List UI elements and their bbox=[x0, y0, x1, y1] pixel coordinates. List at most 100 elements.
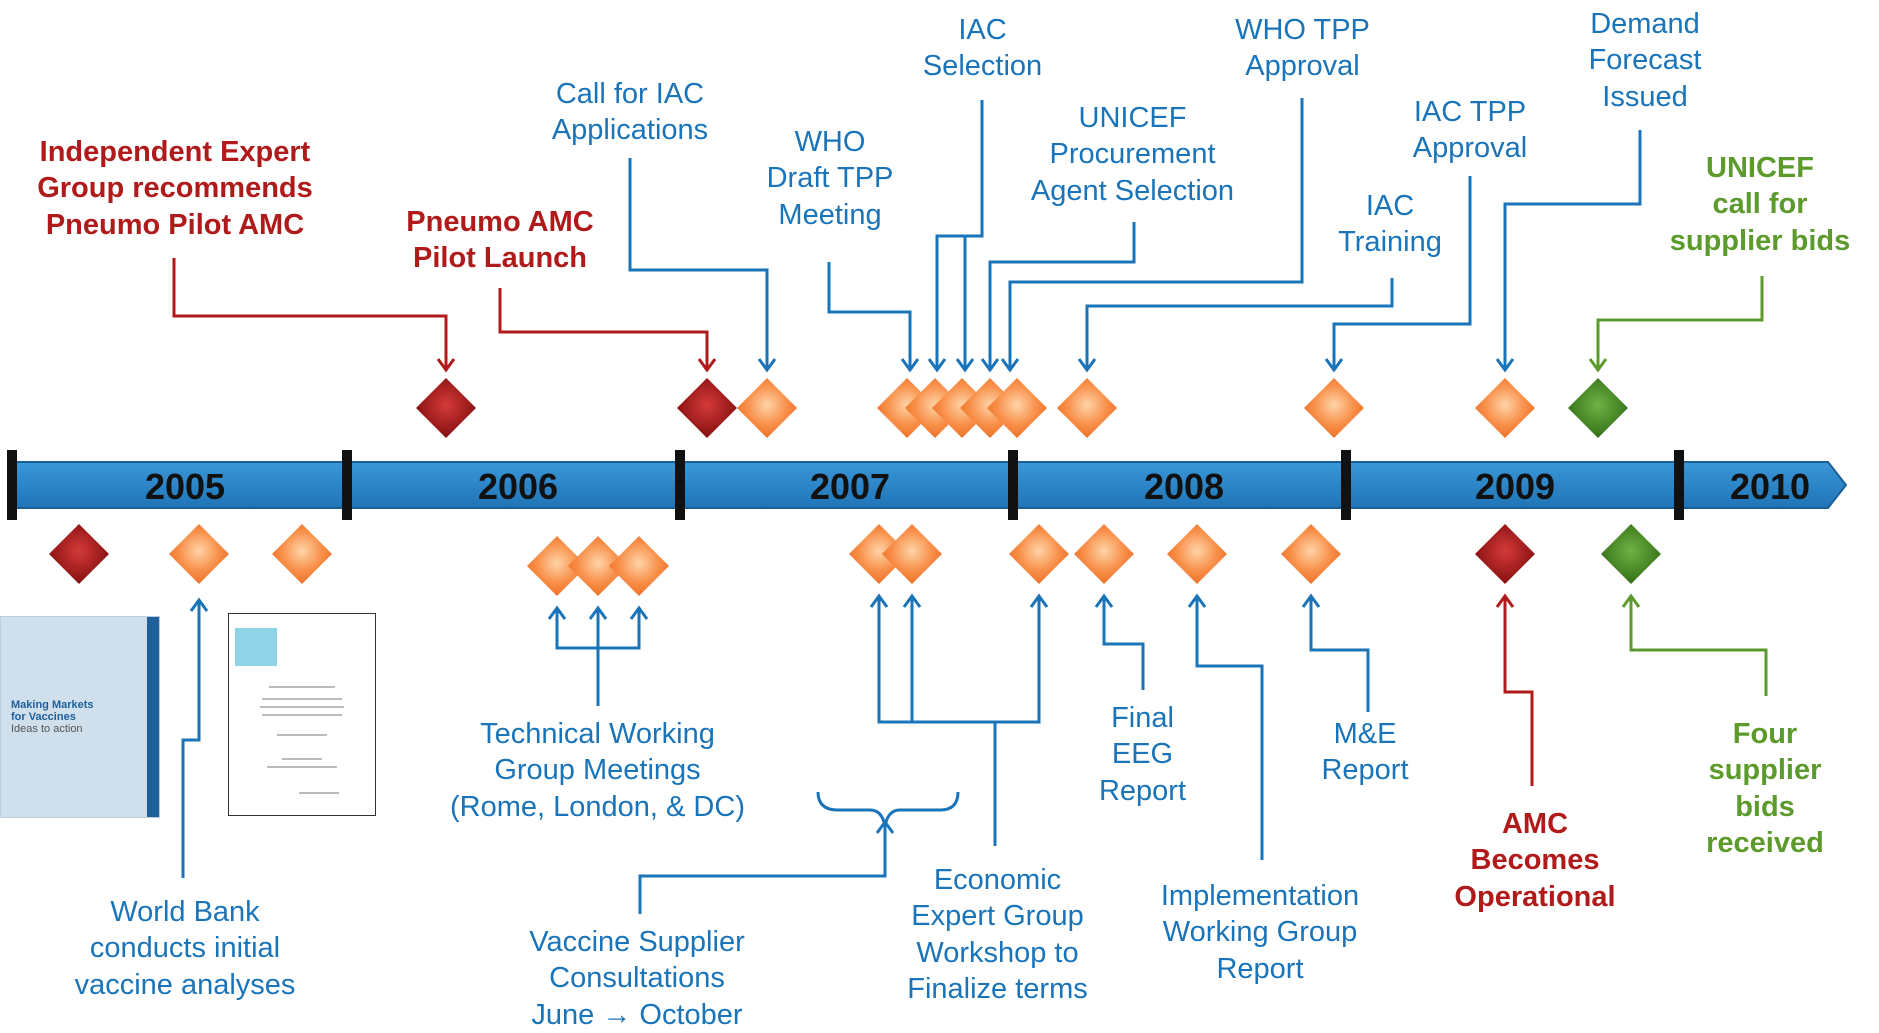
arrowhead bbox=[1187, 593, 1207, 608]
event-marker-orange bbox=[1167, 524, 1227, 584]
event-marker-orange bbox=[1057, 378, 1117, 438]
connector-line bbox=[628, 158, 769, 370]
arrowhead bbox=[955, 358, 975, 373]
report-cover-spine bbox=[147, 617, 159, 817]
event-marker-orange bbox=[1009, 524, 1069, 584]
event-marker-orange bbox=[1281, 524, 1341, 584]
arrowhead bbox=[1029, 593, 1049, 608]
arrowhead bbox=[588, 605, 608, 620]
year-divider-1 bbox=[342, 450, 352, 520]
connector-line bbox=[1629, 596, 1768, 696]
arrowhead bbox=[1077, 358, 1097, 373]
label-who-draft: WHO Draft TPP Meeting bbox=[766, 126, 894, 231]
label-vaccine-supplier: Vaccine Supplier Consultations June → Oc… bbox=[529, 926, 745, 1031]
report-cover-making-markets: Making Markets for Vaccines Ideas to act… bbox=[0, 616, 160, 818]
connector-line bbox=[827, 262, 912, 370]
arrowhead bbox=[900, 358, 920, 373]
arrowhead bbox=[902, 593, 922, 608]
event-marker-orange bbox=[1304, 378, 1364, 438]
arrowhead bbox=[436, 358, 456, 373]
milestone-marker-red bbox=[416, 378, 476, 438]
arrowhead bbox=[1094, 593, 1114, 608]
label-final-eeg: Final EEG Report bbox=[1098, 702, 1187, 807]
connector-line bbox=[1008, 98, 1304, 370]
connector-lines bbox=[172, 98, 1768, 914]
label-iac-training: IAC Training bbox=[1338, 190, 1442, 259]
arrowhead bbox=[1495, 358, 1515, 373]
connector-line bbox=[172, 258, 448, 370]
milestone-marker-red bbox=[49, 524, 109, 584]
event-marker-orange bbox=[737, 378, 797, 438]
arrowhead bbox=[1588, 358, 1608, 373]
label-world-bank: World Bank conducts initial vaccine anal… bbox=[74, 896, 296, 1001]
arrowhead bbox=[1324, 358, 1344, 373]
paper-text-line bbox=[269, 686, 335, 688]
label-iac-selection: IAC Selection bbox=[922, 14, 1043, 83]
background-paper-thumbnail bbox=[228, 613, 376, 816]
connector-line bbox=[963, 234, 982, 370]
label-unicef-call: UNICEF call for supplier bids bbox=[1669, 152, 1851, 257]
paper-text-line bbox=[267, 766, 337, 768]
connector-line bbox=[1309, 596, 1370, 712]
milestone-marker-red bbox=[1475, 524, 1535, 584]
label-expert-group: Independent Expert Group recommends Pneu… bbox=[37, 136, 313, 241]
paper-text-line bbox=[282, 758, 322, 760]
year-label-2008: 2008 bbox=[1143, 466, 1225, 507]
year-divider-4 bbox=[1341, 450, 1351, 520]
milestone-marker-green bbox=[1601, 524, 1661, 584]
label-iac-tpp: IAC TPP Approval bbox=[1412, 96, 1528, 165]
event-marker-orange bbox=[1475, 378, 1535, 438]
milestone-marker-green bbox=[1568, 378, 1628, 438]
label-pilot-launch: Pneumo AMC Pilot Launch bbox=[406, 206, 594, 275]
label-demand-forecast: Demand Forecast Issued bbox=[1588, 8, 1702, 113]
label-implementation-wg: Implementation Working Group Report bbox=[1160, 880, 1360, 985]
label-who-tpp: WHO TPP Approval bbox=[1235, 14, 1370, 83]
arrowhead bbox=[629, 605, 649, 620]
milestone-marker-red bbox=[677, 378, 737, 438]
brace-bracket bbox=[816, 791, 960, 827]
event-marker-orange bbox=[1074, 524, 1134, 584]
connector-line bbox=[1503, 130, 1642, 370]
paper-text-line bbox=[260, 706, 344, 708]
arrowhead bbox=[189, 597, 209, 612]
arrowhead bbox=[1495, 593, 1515, 608]
connector-line bbox=[1596, 276, 1764, 370]
report-cover-title: Making Markets for Vaccines bbox=[11, 699, 94, 723]
event-marker-orange bbox=[169, 524, 229, 584]
arrowhead bbox=[927, 358, 947, 373]
arrowhead bbox=[757, 358, 777, 373]
label-economic-eg: Economic Expert Group Workshop to Finali… bbox=[907, 864, 1088, 1005]
report-cover-subtitle: Ideas to action bbox=[11, 723, 83, 735]
paper-logo-image bbox=[235, 628, 277, 666]
arrowhead bbox=[697, 358, 717, 373]
event-marker-orange bbox=[527, 536, 587, 596]
connector-line bbox=[1503, 596, 1534, 786]
event-marker-orange bbox=[272, 524, 332, 584]
connector-line bbox=[1332, 176, 1472, 370]
label-me-report: M&E Report bbox=[1321, 718, 1409, 787]
paper-text-line bbox=[262, 698, 342, 700]
connector-line bbox=[181, 600, 201, 878]
year-label-2009: 2009 bbox=[1474, 466, 1556, 507]
arrowhead bbox=[1301, 593, 1321, 608]
connector-line bbox=[598, 608, 641, 650]
connector-line bbox=[1085, 278, 1394, 370]
label-four-bids: Four supplier bids received bbox=[1706, 718, 1824, 859]
year-dividers bbox=[7, 450, 1684, 520]
connector-line bbox=[935, 100, 984, 370]
year-label-2010: 2010 bbox=[1729, 466, 1811, 507]
event-markers bbox=[49, 378, 1661, 596]
connector-line bbox=[1102, 596, 1145, 690]
connector-line bbox=[498, 288, 709, 370]
paper-text-line bbox=[299, 792, 339, 794]
arrowhead bbox=[869, 593, 889, 608]
connector-line bbox=[555, 608, 600, 706]
year-divider-2 bbox=[675, 450, 685, 520]
paper-text-line bbox=[277, 734, 327, 736]
arrowhead bbox=[1000, 358, 1020, 373]
event-marker-orange bbox=[987, 378, 1047, 438]
paper-text-line bbox=[262, 714, 342, 716]
label-technical-wg: Technical Working Group Meetings (Rome, … bbox=[450, 718, 745, 823]
connector-line bbox=[910, 596, 995, 724]
year-divider-5 bbox=[1674, 450, 1684, 520]
